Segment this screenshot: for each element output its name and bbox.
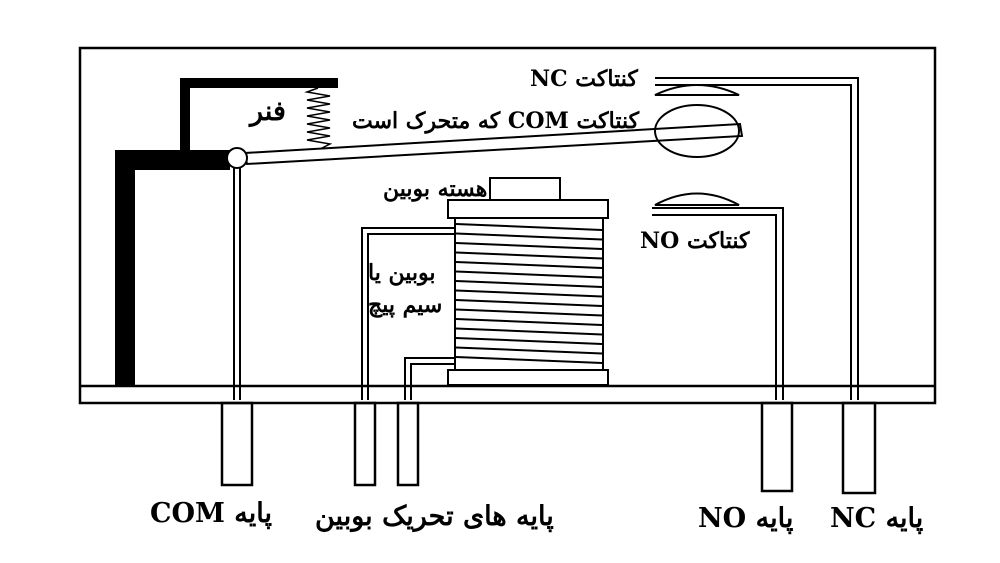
label-com-pin: پایه COM: [150, 498, 273, 529]
label-nc-contact: کنتاکت NC: [530, 66, 638, 92]
coil-wire-1: [361, 227, 455, 400]
winding-line: [455, 270, 603, 279]
winding-line: [455, 280, 603, 288]
winding-line: [455, 337, 603, 345]
spring-icon: [304, 87, 333, 151]
winding-line: [455, 327, 603, 336]
coil-core: [489, 177, 561, 201]
com-contact: [654, 104, 740, 158]
no-wire: [652, 207, 784, 400]
winding-line: [455, 261, 603, 269]
winding-line: [455, 223, 603, 231]
label-coil-core: هسته بوبین: [383, 176, 488, 202]
label-spring: فنر: [250, 96, 286, 127]
label-no-contact: کنتاکت NO: [640, 228, 750, 254]
label-no-pin: پایه NO: [698, 503, 794, 534]
winding-line: [455, 289, 603, 298]
coil-pin-1: [353, 401, 377, 487]
winding-line: [455, 308, 603, 317]
label-com-contact: کنتاکت COM که متحرک است: [352, 108, 640, 134]
winding-line: [455, 318, 603, 326]
label-coil-line1: بوبین یا: [368, 260, 436, 286]
winding-line: [455, 299, 603, 307]
label-nc-pin: پایه NC: [830, 503, 924, 534]
label-coil-line2: سیم پیچ: [368, 292, 443, 318]
winding-line: [455, 242, 603, 250]
com-pin: [220, 401, 254, 487]
no-pin: [760, 401, 794, 493]
coil-wire-2: [404, 357, 455, 400]
winding-line: [455, 356, 603, 364]
coil-windings: [455, 223, 603, 364]
com-wire: [233, 166, 241, 400]
winding-line: [455, 251, 603, 260]
coil-top-flange: [447, 199, 609, 219]
no-contact: [654, 192, 740, 206]
frame-bracket: [115, 78, 338, 386]
coil-bottom-flange: [447, 369, 609, 386]
pivot: [226, 147, 248, 169]
label-coil-pins: پایه های تحریک بوبین: [315, 501, 554, 532]
coil-pin-2: [396, 401, 420, 487]
winding-line: [455, 346, 603, 355]
winding-line: [455, 232, 603, 241]
nc-pin: [841, 401, 877, 495]
nc-wire: [655, 77, 859, 400]
